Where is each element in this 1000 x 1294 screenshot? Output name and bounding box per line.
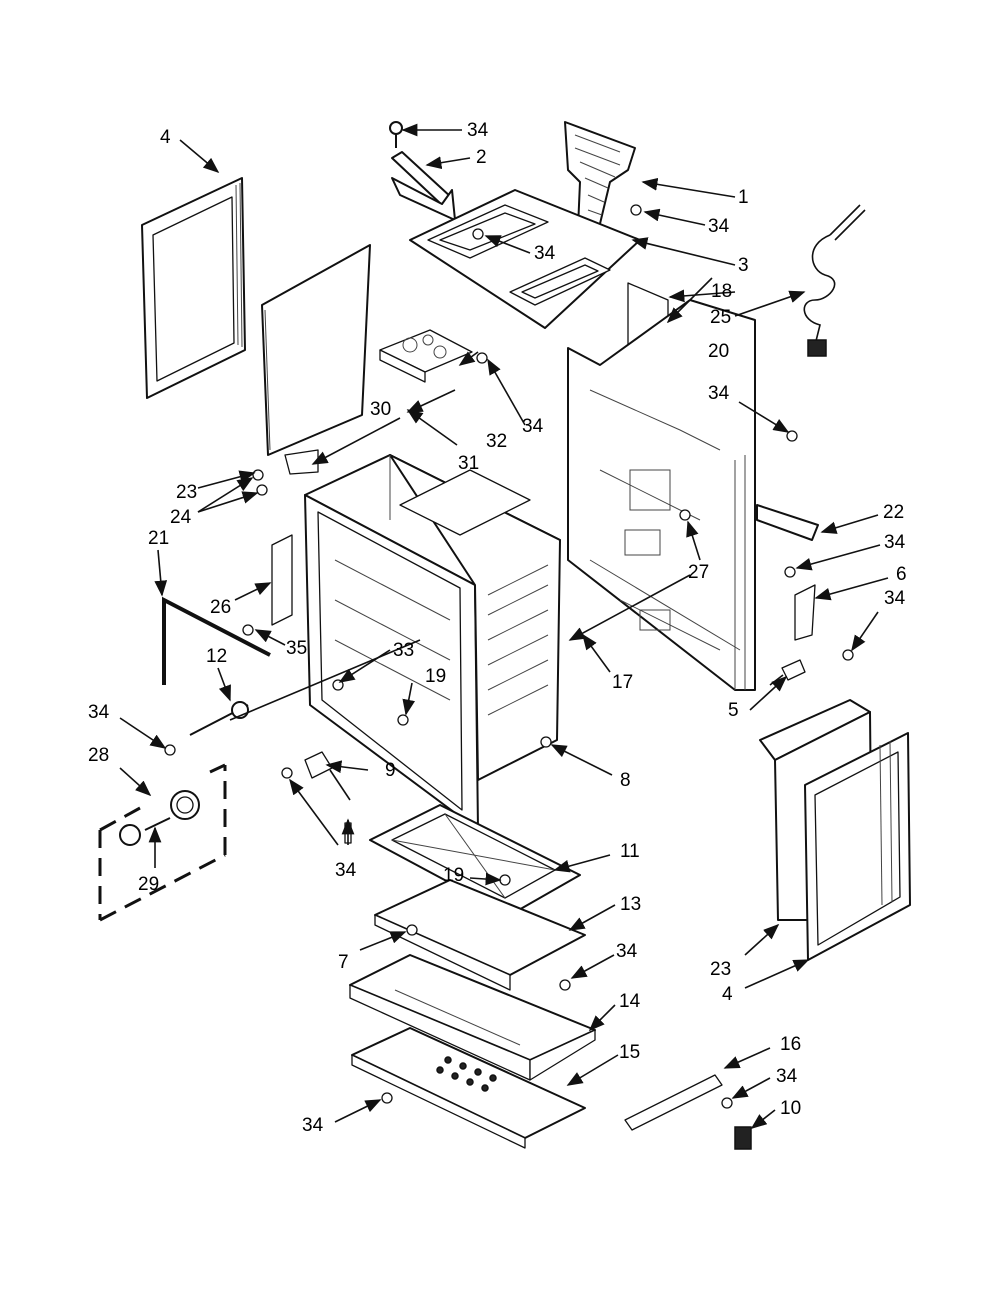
callout-34-k: 34 xyxy=(776,1066,798,1087)
callout-29: 29 xyxy=(138,874,159,895)
callout-4-top: 4 xyxy=(160,127,171,148)
callout-23-right: 23 xyxy=(710,959,731,980)
power-cord xyxy=(803,204,866,357)
callout-21: 21 xyxy=(148,528,169,549)
storage-drawer xyxy=(349,954,596,1081)
callout-30: 30 xyxy=(370,399,391,420)
callout-34-j: 34 xyxy=(616,941,638,962)
gasket-rod xyxy=(162,596,271,685)
callout-3: 3 xyxy=(738,255,749,276)
callout-16: 16 xyxy=(780,1034,801,1055)
callout-19-a: 19 xyxy=(425,666,446,687)
burner-tray xyxy=(379,329,473,383)
callout-34-b: 34 xyxy=(708,216,730,237)
left-bracket xyxy=(271,534,293,626)
callout-34-l: 34 xyxy=(302,1115,324,1136)
oven-cavity xyxy=(304,454,561,831)
leader-lines xyxy=(119,123,889,1129)
callout-20: 20 xyxy=(708,341,729,362)
callout-labels: 4 34 2 1 34 34 3 18 25 20 34 30 32 34 31… xyxy=(88,120,907,1136)
rear-rod xyxy=(756,504,819,541)
callout-25: 25 xyxy=(710,307,731,328)
callout-34-f: 34 xyxy=(884,532,906,553)
leveling-rail xyxy=(624,1074,752,1150)
callout-17: 17 xyxy=(612,672,633,693)
callout-31: 31 xyxy=(458,453,479,474)
callout-32: 32 xyxy=(486,431,507,452)
callout-34-h: 34 xyxy=(88,702,110,723)
knob-group-outline xyxy=(98,763,227,922)
callout-34-i: 34 xyxy=(335,860,357,881)
callout-13: 13 xyxy=(620,894,641,915)
callout-15: 15 xyxy=(619,1042,640,1063)
side-panel-left xyxy=(141,177,246,399)
callout-34-a: 34 xyxy=(467,120,489,141)
side-panel-right xyxy=(759,699,911,961)
callout-6: 6 xyxy=(896,564,907,585)
callout-34-g: 34 xyxy=(884,588,906,609)
callout-14: 14 xyxy=(619,991,641,1012)
callout-4-right: 4 xyxy=(722,984,733,1005)
valve-assembly xyxy=(119,701,249,846)
callout-10: 10 xyxy=(780,1098,801,1119)
callout-18: 18 xyxy=(711,281,732,302)
callout-34-e: 34 xyxy=(522,416,544,437)
callout-22: 22 xyxy=(883,502,904,523)
callout-9: 9 xyxy=(385,760,396,781)
callout-28: 28 xyxy=(88,745,109,766)
callout-34-d: 34 xyxy=(708,383,730,404)
callout-5: 5 xyxy=(728,700,739,721)
callout-23-left: 23 xyxy=(176,482,197,503)
hinge-bracket xyxy=(781,584,816,681)
callout-35: 35 xyxy=(286,638,307,659)
callout-26: 26 xyxy=(210,597,231,618)
burner-plate xyxy=(369,804,581,916)
rear-panel xyxy=(567,282,756,691)
callout-11: 11 xyxy=(620,841,640,862)
callout-24: 24 xyxy=(170,507,192,528)
bottom-panel xyxy=(351,1027,586,1149)
callout-7: 7 xyxy=(338,952,349,973)
callout-34-c: 34 xyxy=(534,243,556,264)
cooktop-base xyxy=(409,189,641,329)
callout-12: 12 xyxy=(206,646,227,667)
igniter-bracket xyxy=(281,751,352,844)
callout-27: 27 xyxy=(688,562,709,583)
callout-8: 8 xyxy=(620,770,631,791)
callout-2: 2 xyxy=(476,147,487,168)
callout-19-b: 19 xyxy=(443,865,464,886)
callout-1: 1 xyxy=(738,187,749,208)
inner-left-panel xyxy=(261,244,371,475)
top-bracket xyxy=(389,121,456,221)
callout-33: 33 xyxy=(393,640,414,661)
